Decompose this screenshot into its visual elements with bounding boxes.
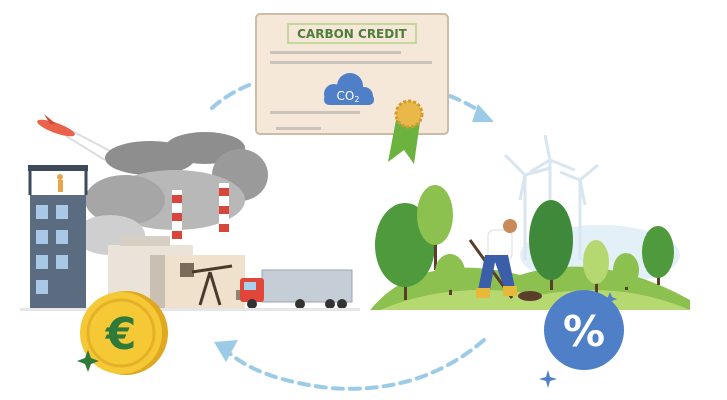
percent-symbol: % xyxy=(563,307,605,356)
sparkle-icon xyxy=(539,370,557,388)
arrow-top-left xyxy=(210,82,254,110)
co2-cloud-icon: CO2 xyxy=(324,73,374,105)
factory-chimneys xyxy=(172,183,229,250)
apartment-building xyxy=(28,165,88,310)
trees xyxy=(375,185,674,300)
oil-pump-icon xyxy=(191,264,233,306)
award-seal-icon xyxy=(388,99,424,164)
svg-text:CO2: CO2 xyxy=(337,89,360,104)
euro-coin: € xyxy=(80,291,168,375)
carbon-credit-certificate: CARBON CREDIT CO2 xyxy=(255,13,449,164)
truck xyxy=(240,269,353,309)
worker-icon xyxy=(57,174,63,180)
certificate-title: CARBON CREDIT xyxy=(297,27,408,41)
euro-symbol: € xyxy=(105,309,137,360)
airplane-icon xyxy=(37,114,113,161)
gardener-person-icon xyxy=(468,219,542,301)
arrow-bottom xyxy=(226,338,486,391)
arrowhead-right-icon xyxy=(472,104,494,122)
co2-label: CO xyxy=(337,89,355,103)
certificate-title-box xyxy=(287,23,417,44)
co2-subscript: 2 xyxy=(354,95,359,104)
sparkle-icon xyxy=(603,292,617,306)
smoke-clouds xyxy=(75,132,268,255)
nature-scene xyxy=(370,134,690,310)
factory xyxy=(108,236,256,310)
sparkle-icon xyxy=(77,350,99,372)
arrowhead-left-icon xyxy=(214,340,238,362)
percent-badge: % xyxy=(544,290,624,370)
